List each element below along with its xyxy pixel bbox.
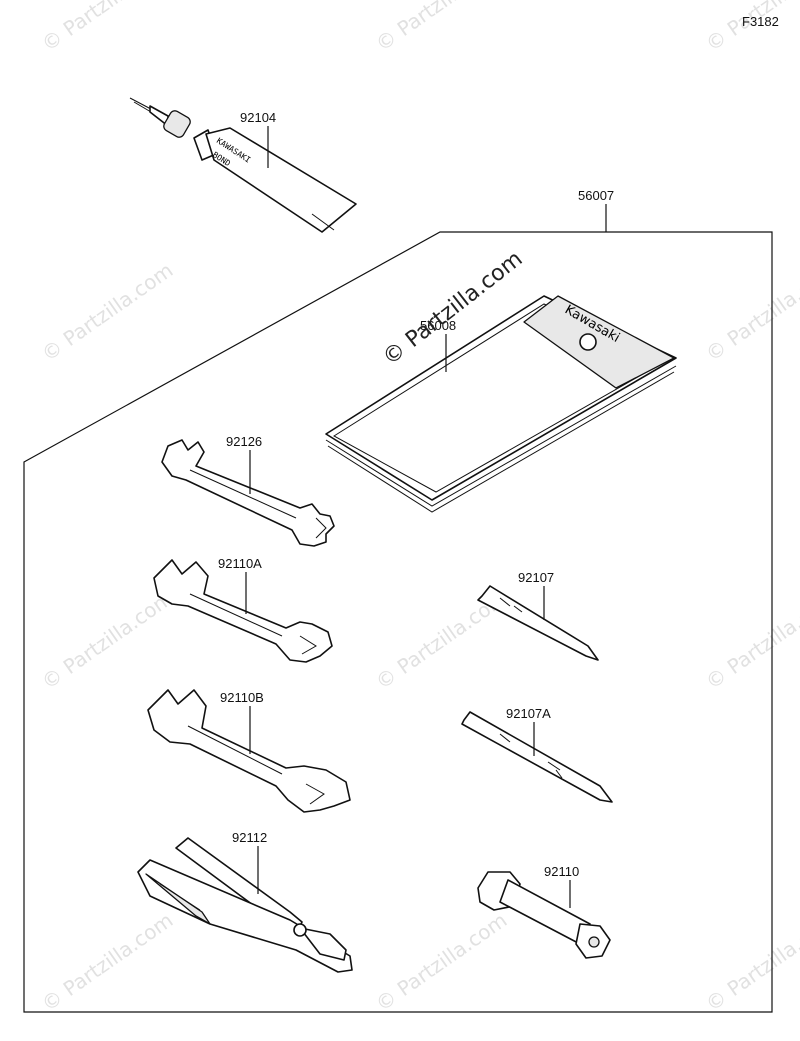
wrench-92110b-drawing <box>147 689 351 813</box>
watermark: © Partzilla.com <box>371 0 511 56</box>
part-label-56007[interactable]: 56007 <box>578 188 614 203</box>
part-label-56008[interactable]: 56008 <box>420 318 456 333</box>
part-label-92126[interactable]: 92126 <box>226 434 262 449</box>
pliers-drawing <box>137 837 353 973</box>
watermark: © Partzilla.com <box>37 908 177 1016</box>
part-label-92107[interactable]: 92107 <box>518 570 554 585</box>
tool-kit-outline <box>23 231 773 1013</box>
bond-tube-drawing: KAWASAKI BOND <box>129 97 357 233</box>
watermark: © Partzilla.com <box>37 0 177 56</box>
watermark: © Partzilla.com <box>37 258 177 366</box>
socket-wrench-drawing <box>477 871 611 959</box>
watermark: © Partzilla.com <box>701 586 800 694</box>
wrench-92126-drawing <box>161 439 335 547</box>
wrench-92110a-drawing <box>153 559 333 663</box>
part-label-92110b[interactable]: 92110B <box>220 690 264 705</box>
watermark: © Partzilla.com <box>37 586 177 694</box>
watermark: © Partzilla.com <box>371 908 511 1016</box>
screwdriver-92107a-drawing <box>461 711 613 803</box>
part-label-92110a[interactable]: 92110A <box>218 556 262 571</box>
part-label-92104[interactable]: 92104 <box>240 110 276 125</box>
figure-code: F3182 <box>742 14 779 29</box>
part-label-92107a[interactable]: 92107A <box>506 706 551 721</box>
watermark: © Partzilla.com <box>701 258 800 366</box>
watermark: © Partzilla.com <box>701 908 800 1016</box>
tool-bag-drawing: Kawasaki <box>325 295 677 513</box>
part-label-92110[interactable]: 92110 <box>544 864 579 879</box>
screwdriver-92107-drawing <box>477 585 599 661</box>
part-label-92112[interactable]: 92112 <box>232 830 267 845</box>
